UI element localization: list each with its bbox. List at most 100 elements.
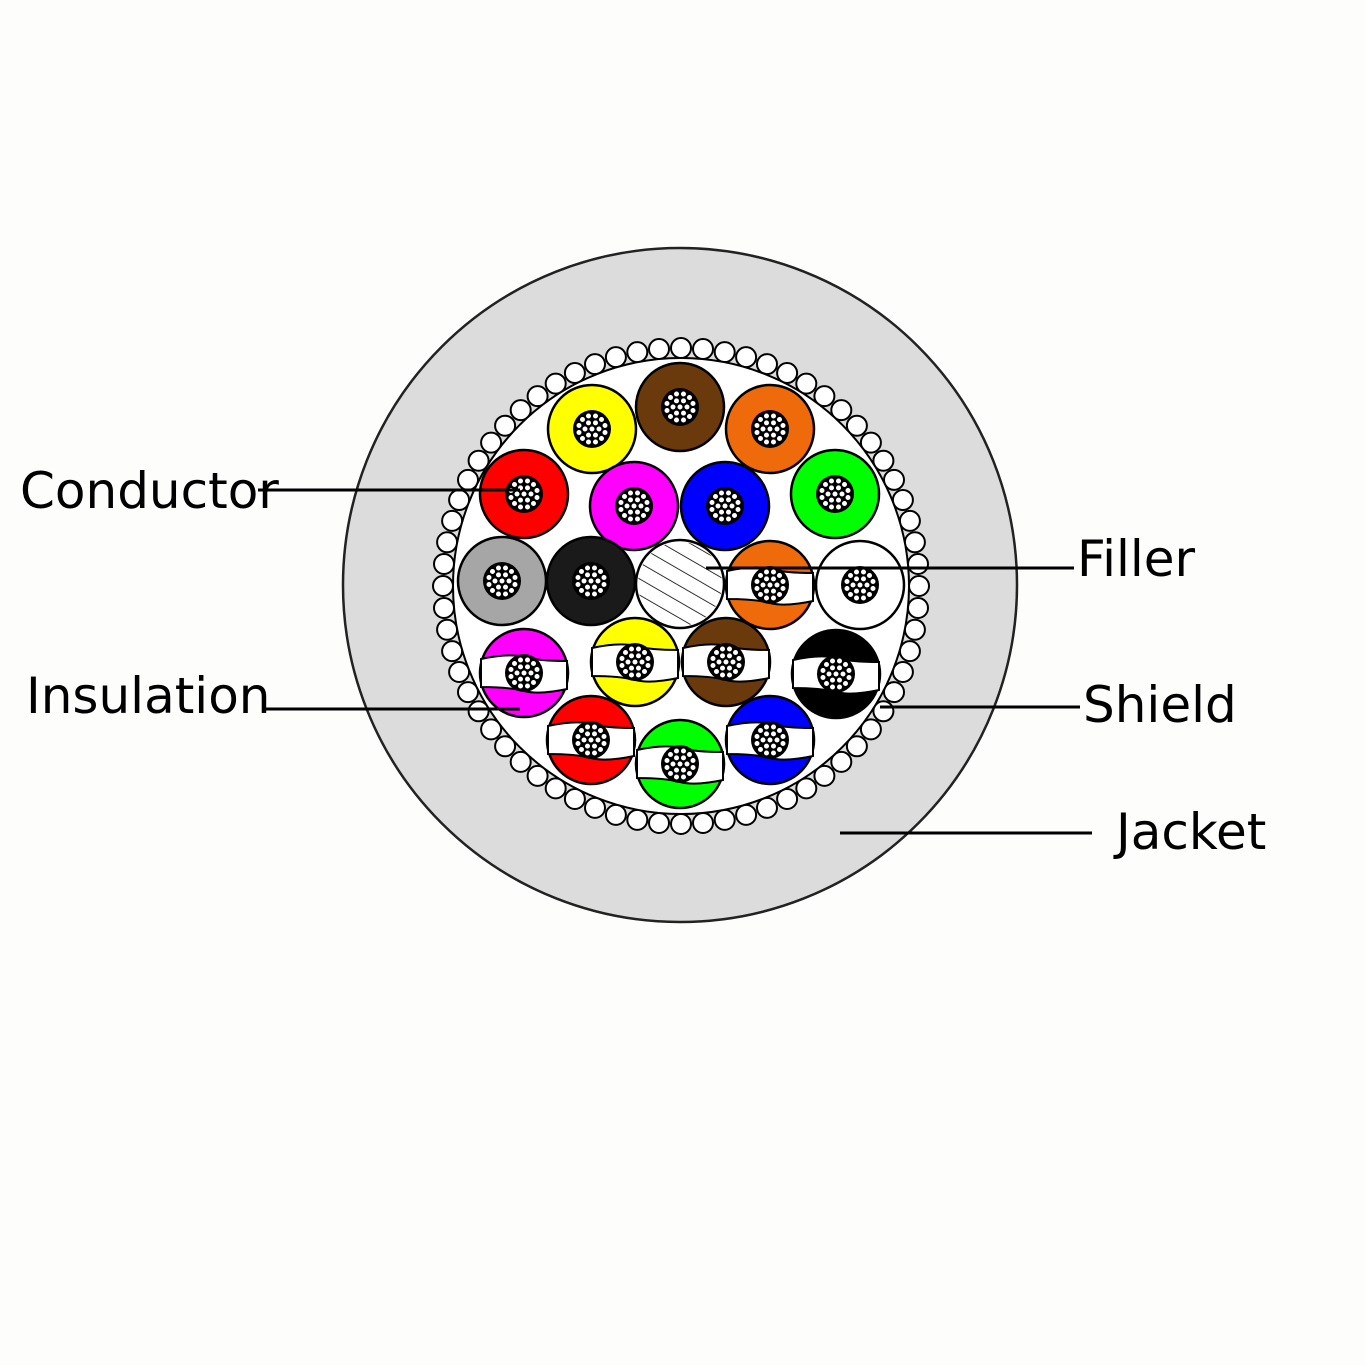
conductor-strand (712, 493, 719, 500)
conductor-strand (770, 749, 777, 757)
conductor-strand (822, 481, 829, 488)
conductor-strand (524, 663, 531, 671)
conductor-strand (829, 683, 836, 691)
conductor-strand (588, 425, 596, 433)
conductor-strand (592, 438, 599, 446)
conductor-strand (866, 572, 873, 579)
core (456, 535, 548, 627)
conductor-strand (757, 727, 764, 734)
conductor-strand (584, 723, 591, 731)
conductor-strand (759, 581, 767, 589)
shield-bead (859, 718, 882, 741)
conductor-strand (776, 416, 783, 423)
shield-bead (433, 597, 455, 619)
conductor-strand (725, 496, 732, 504)
core (545, 535, 637, 627)
conductor-strand (779, 733, 787, 740)
conductor-strand (689, 400, 697, 407)
conductor-strand (680, 766, 687, 774)
conductor-strand (847, 572, 854, 579)
conductor-strand (779, 585, 787, 592)
conductor-strand (715, 658, 723, 666)
conductor-strand (766, 425, 774, 433)
conductor-strand (713, 668, 720, 675)
conductor-strand (818, 487, 826, 494)
conductor-strand (530, 679, 537, 686)
conductor-strand (673, 747, 680, 755)
conductor-strand (485, 581, 493, 588)
shield-bead (907, 597, 929, 619)
shield-bead (604, 346, 627, 369)
core (790, 628, 882, 720)
conductor-strand (513, 490, 521, 498)
conductor-strand (508, 587, 515, 594)
conductor-strand (630, 502, 638, 510)
conductor-strand (860, 587, 867, 595)
shield-bead (467, 700, 490, 723)
conductor-strand (763, 575, 770, 583)
conductor-strand (779, 740, 787, 747)
conductor-strand (842, 661, 849, 668)
conductor-strand (575, 422, 583, 429)
shield-bead (735, 346, 758, 369)
shield-bead (544, 372, 567, 395)
shield-bead (692, 338, 714, 360)
conductor-strand (829, 676, 836, 684)
conductor-strand (853, 575, 860, 583)
conductor-label: Conductor (20, 462, 279, 520)
conductor-strand (635, 645, 642, 653)
conductor-strand (842, 680, 849, 687)
conductor-strand (517, 656, 524, 664)
conductor-strand (530, 660, 537, 667)
conductor-strand (763, 730, 770, 738)
conductor-strand (502, 564, 509, 572)
conductor-strand (641, 668, 648, 675)
conductor-strand (591, 742, 598, 750)
conductor-strand (574, 581, 582, 588)
conductor-strand (511, 574, 519, 581)
shield-bead (494, 414, 517, 437)
conductor-strand (829, 657, 836, 665)
conductor-strand (495, 583, 502, 591)
conductor-strand (725, 508, 732, 516)
shield-bead (648, 338, 670, 360)
conductor-strand (585, 412, 592, 420)
conductor-strand (580, 736, 588, 744)
conductor-strand (866, 591, 873, 598)
conductor-strand (853, 568, 860, 576)
conductor-strand (634, 508, 641, 516)
conductor-strand (773, 425, 781, 433)
conductor-strand (591, 564, 598, 572)
conductor-strand (721, 502, 729, 510)
conductor-strand (643, 506, 651, 513)
conductor-strand (524, 484, 531, 492)
conductor-strand (584, 749, 591, 757)
conductor-strand (673, 766, 680, 774)
conductor-strand (517, 682, 524, 690)
conductor-strand (860, 568, 867, 576)
conductor-strand (680, 773, 687, 781)
conductor-strand (618, 655, 626, 662)
core (724, 383, 816, 475)
conductor-strand (592, 412, 599, 420)
conductor-strand (676, 403, 684, 411)
conductor-strand (628, 664, 635, 672)
conductor-strand (819, 674, 827, 681)
conductor-strand (726, 671, 733, 679)
shield-bead (898, 509, 921, 532)
conductor-strand (520, 669, 528, 677)
shield-bead (813, 764, 836, 787)
conductor-strand (595, 425, 603, 433)
conductor-strand (597, 587, 604, 594)
conductor-strand (585, 419, 592, 427)
conductor-strand (489, 568, 496, 575)
conductor-strand (829, 664, 836, 672)
conductor-strand (841, 500, 848, 507)
conductor-strand (759, 425, 767, 433)
conductor-strand (689, 757, 697, 764)
conductor-strand (587, 577, 595, 585)
conductor-strand (757, 416, 764, 423)
shield-bead (509, 399, 532, 422)
core (546, 383, 638, 475)
conductor-strand (574, 740, 582, 747)
